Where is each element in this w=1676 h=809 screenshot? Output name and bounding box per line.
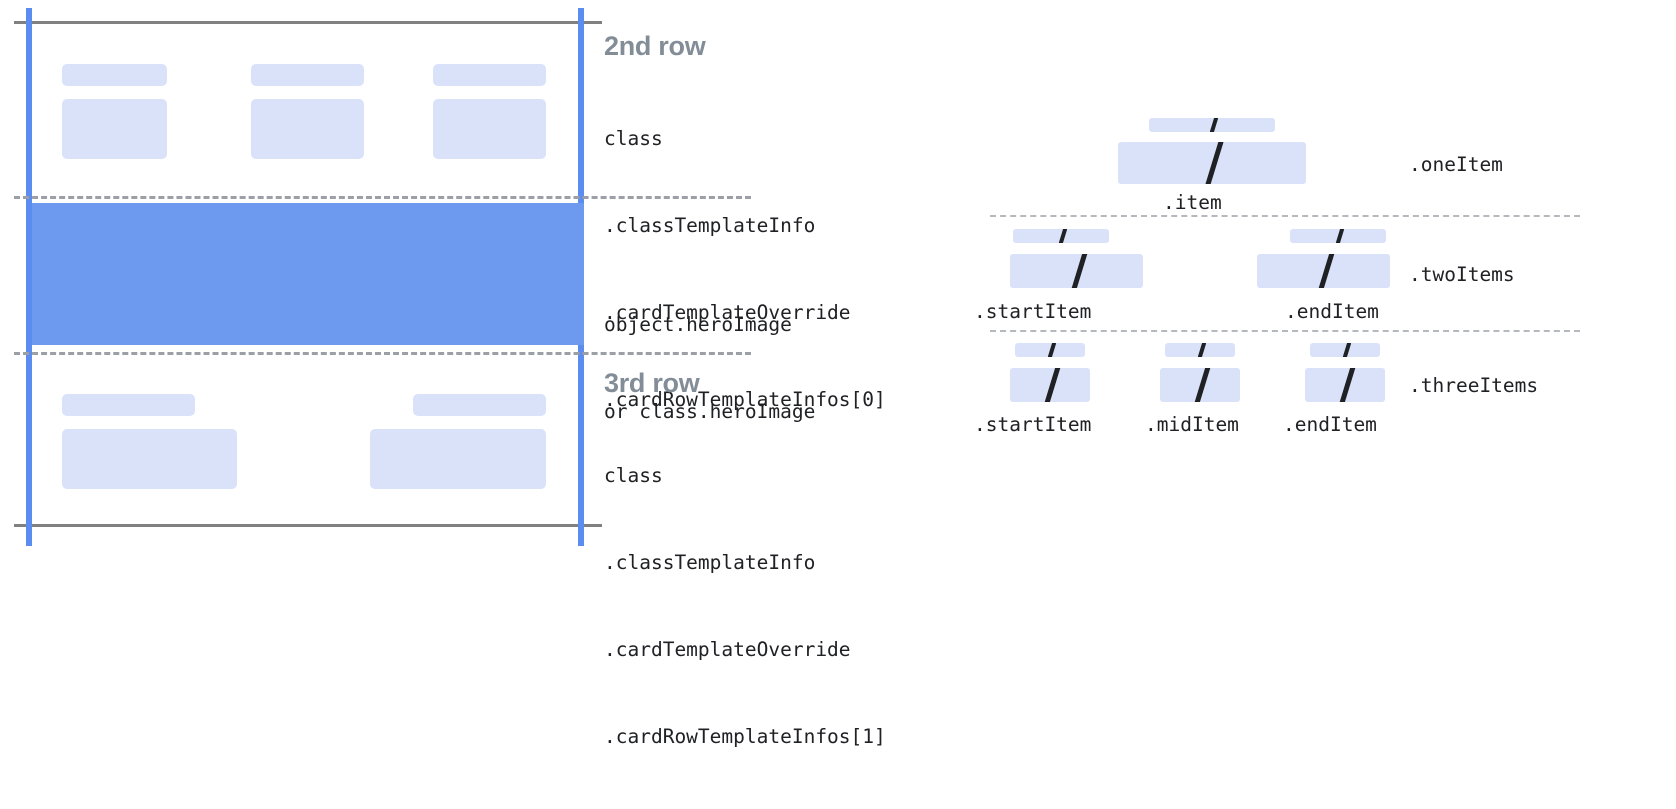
row2-code-line-1: .classTemplateInfo xyxy=(604,213,816,237)
row2-annotation: 2nd row class .classTemplateInfo .cardTe… xyxy=(604,31,886,472)
one-item-caption: .item xyxy=(1163,191,1222,214)
row2-code-line-0: class xyxy=(604,126,663,150)
one-item-title-chip xyxy=(1149,118,1275,132)
three-items-end-caption: .endItem xyxy=(1283,413,1377,436)
two-items-start-body-chip xyxy=(1010,254,1143,288)
slash-icon xyxy=(1339,368,1356,402)
three-items-start-title-chip xyxy=(1015,343,1085,357)
two-items-start-caption: .startItem xyxy=(974,300,1092,323)
three-items-end-body-chip xyxy=(1305,368,1385,402)
two-items-group-label: .twoItems xyxy=(1409,263,1515,286)
one-item-group-label: .oneItem xyxy=(1409,153,1503,176)
card-left-edge-line xyxy=(26,8,32,546)
two-three-items-divider xyxy=(990,330,1580,332)
three-items-mid-body-chip xyxy=(1160,368,1240,402)
row3-annotation: 3rd row class .classTemplateInfo .cardTe… xyxy=(604,368,886,809)
hero-code-line-1: or class.heroImage xyxy=(604,400,816,423)
row2-hero-divider xyxy=(14,196,751,199)
three-items-mid-caption: .midItem xyxy=(1145,413,1239,436)
row3-item1-body-placeholder xyxy=(62,429,237,489)
item-layout-diagram: .item .oneItem .startItem .endItem .twoI… xyxy=(960,0,1676,584)
row2-item3-title-placeholder xyxy=(433,64,546,86)
row2-item2-title-placeholder xyxy=(251,64,364,86)
slash-icon xyxy=(1335,229,1344,243)
slash-icon xyxy=(1058,229,1067,243)
three-items-end-title-chip xyxy=(1310,343,1380,357)
row2-item3-body-placeholder xyxy=(433,99,546,159)
hero-row3-divider xyxy=(14,352,751,355)
slash-icon xyxy=(1209,118,1218,132)
row3-item1-title-placeholder xyxy=(62,394,195,416)
hero-image-band xyxy=(32,203,584,345)
slash-icon xyxy=(1342,343,1351,357)
one-item-body-chip xyxy=(1118,142,1306,184)
hero-annotation: object.heroImage or class.heroImage xyxy=(604,252,815,484)
slash-icon xyxy=(1047,343,1056,357)
two-items-end-body-chip xyxy=(1257,254,1390,288)
card-row-diagram xyxy=(0,0,751,584)
hero-code-line-0: object.heroImage xyxy=(604,313,792,336)
row3-item2-title-placeholder xyxy=(413,394,546,416)
card-bottom-border xyxy=(14,524,602,527)
three-items-mid-title-chip xyxy=(1165,343,1235,357)
row3-item2-body-placeholder xyxy=(370,429,546,489)
row3-heading: 3rd row xyxy=(604,368,700,398)
row2-heading: 2nd row xyxy=(604,31,706,61)
row3-code-line-1: .classTemplateInfo xyxy=(604,550,816,574)
two-items-end-caption: .endItem xyxy=(1285,300,1379,323)
two-items-start-title-chip xyxy=(1013,229,1109,243)
three-items-group-label: .threeItems xyxy=(1409,374,1539,397)
slash-icon xyxy=(1044,368,1061,402)
card-top-border xyxy=(14,21,602,24)
row3-code-line-2: .cardTemplateOverride xyxy=(604,637,851,661)
slash-icon xyxy=(1318,254,1334,288)
row2-item1-title-placeholder xyxy=(62,64,167,86)
row2-item2-body-placeholder xyxy=(251,99,364,159)
three-items-start-caption: .startItem xyxy=(974,413,1092,436)
one-two-items-divider xyxy=(990,215,1580,217)
row3-code-line-0: class xyxy=(604,463,663,487)
slash-icon xyxy=(1194,368,1211,402)
slash-icon xyxy=(1205,142,1224,184)
slash-icon xyxy=(1197,343,1206,357)
slash-icon xyxy=(1071,254,1087,288)
row2-item1-body-placeholder xyxy=(62,99,167,159)
two-items-end-title-chip xyxy=(1290,229,1386,243)
three-items-start-body-chip xyxy=(1010,368,1090,402)
row2-code-line-3: .cardRowTemplateInfos[0] xyxy=(604,387,886,411)
row3-code-line-3: .cardRowTemplateInfos[1] xyxy=(604,724,886,748)
row2-code-line-2: .cardTemplateOverride xyxy=(604,300,851,324)
